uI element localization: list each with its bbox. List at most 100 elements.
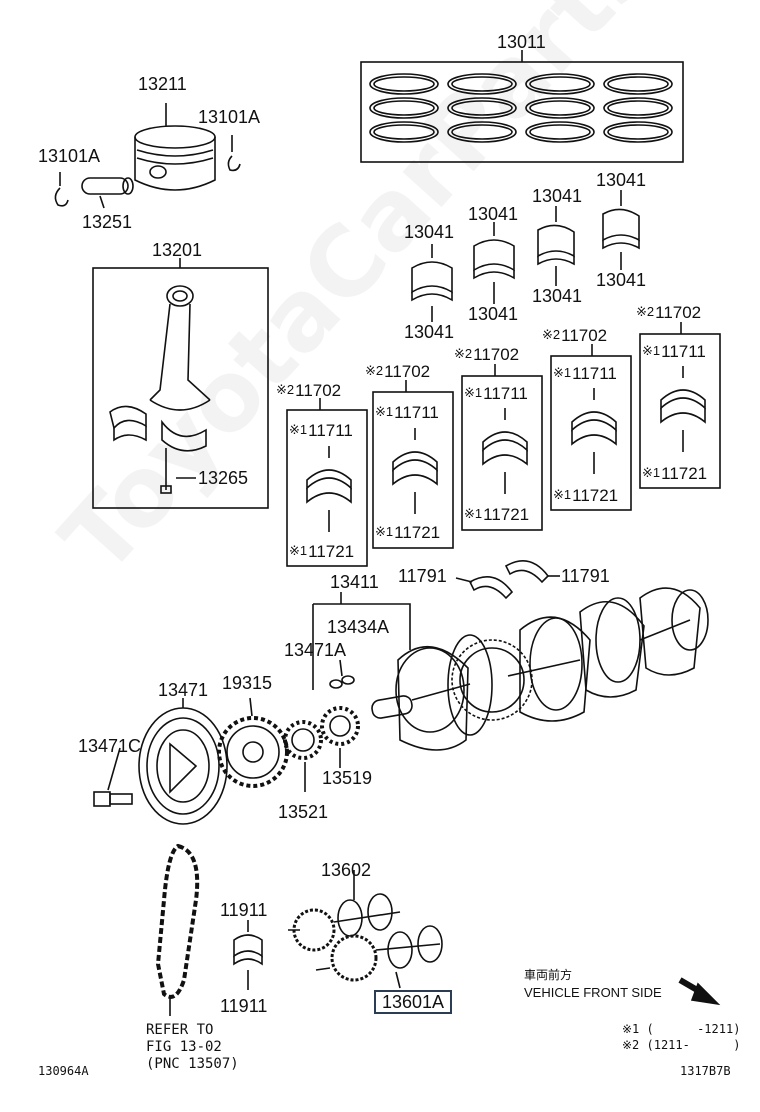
part-number: 11721 (394, 523, 441, 542)
part-number: 11721 (483, 505, 530, 524)
callout-11702-1[interactable]: ※211702 (276, 380, 341, 401)
callout-13201[interactable]: 13201 (152, 240, 203, 260)
callout-13011[interactable]: 13011 (497, 32, 546, 52)
key-set-box (312, 603, 411, 690)
callout-13211[interactable]: 13211 (138, 74, 187, 94)
legend-1: ※1 ( -1211) (622, 1022, 741, 1036)
callout-11711-1[interactable]: ※111711 (289, 420, 353, 441)
callout-13265[interactable]: 13265 (198, 468, 249, 488)
vehicle-front-arrow-icon (678, 977, 721, 1006)
callout-11721-4[interactable]: ※111721 (553, 485, 618, 506)
callout-11711-4[interactable]: ※111711 (553, 363, 617, 384)
mark-1: ※1 (642, 465, 661, 480)
callout-11702-3[interactable]: ※211702 (454, 344, 519, 365)
callout-11721-2[interactable]: ※111721 (375, 522, 440, 543)
part-number: 11702 (384, 362, 431, 381)
mark-1: ※1 (289, 543, 308, 558)
main-bearing-icons (306, 366, 706, 532)
callout-13101a-left[interactable]: 13101A (38, 146, 101, 166)
callout-13041-4-top[interactable]: 13041 (596, 170, 647, 190)
mark-1: ※1 (375, 404, 394, 419)
callout-13101a-right[interactable]: 13101A (198, 107, 261, 127)
part-number: 11711 (483, 384, 528, 403)
mark-1: ※1 (375, 524, 394, 539)
connecting-rod-icon (109, 285, 211, 494)
vehicle-front-jp: 車両前方 (524, 968, 573, 982)
thrust-washer-icons (455, 560, 560, 600)
figure-code-right: 1317B7B (680, 1064, 731, 1078)
callout-13601a-highlighted[interactable]: 13601A (374, 990, 453, 1014)
main-bearing-boxes (286, 322, 721, 567)
callout-13041-2-bottom[interactable]: 13041 (468, 304, 519, 324)
callout-13521[interactable]: 13521 (278, 802, 329, 822)
part-number: 11702 (561, 326, 608, 345)
mark-2: ※2 (276, 382, 295, 397)
mark-1: ※1 (289, 422, 308, 437)
callout-13041-2-top[interactable]: 13041 (468, 204, 519, 224)
callout-19315[interactable]: 19315 (222, 673, 273, 693)
mark-2: ※2 (636, 304, 655, 319)
vehicle-front-en: VEHICLE FRONT SIDE (524, 985, 662, 1000)
key-icon (329, 659, 355, 689)
callout-13041-3-top[interactable]: 13041 (532, 186, 583, 206)
rod-bearing-icons (411, 190, 640, 322)
callout-11711-3[interactable]: ※111711 (464, 383, 528, 404)
mark-2: ※2 (542, 327, 561, 342)
refer-note[interactable]: REFER TO FIG 13-02 (PNC 13507) (146, 1022, 239, 1072)
callout-11721-5[interactable]: ※111721 (642, 463, 707, 484)
callout-11702-4[interactable]: ※211702 (542, 325, 607, 346)
legend-2: ※2 (1211- ) (622, 1038, 741, 1052)
mark-2: ※2 (365, 363, 384, 378)
balance-bearing-icon (233, 920, 263, 990)
callout-11791-left[interactable]: 11791 (398, 566, 447, 586)
mark-1: ※1 (553, 487, 572, 502)
part-number: 11702 (655, 303, 702, 322)
callout-11721-3[interactable]: ※111721 (464, 504, 529, 525)
callout-13471[interactable]: 13471 (158, 680, 209, 700)
crankshaft-icon (371, 587, 709, 751)
mark-1: ※1 (464, 385, 483, 400)
mark-1: ※1 (464, 506, 483, 521)
mark-1: ※1 (642, 343, 661, 358)
crank-pulley-icon (138, 698, 228, 825)
callout-13041-3-bottom[interactable]: 13041 (532, 286, 583, 306)
part-number: 11711 (661, 342, 706, 361)
callout-11711-2[interactable]: ※111711 (375, 402, 439, 423)
callout-11711-5[interactable]: ※111711 (642, 341, 706, 362)
part-number: 11702 (295, 381, 342, 400)
callout-11702-2[interactable]: ※211702 (365, 361, 430, 382)
figure-code-left: 130964A (38, 1064, 89, 1078)
callout-13602[interactable]: 13602 (321, 860, 372, 880)
snap-ring-icon (54, 135, 241, 207)
callout-11702-5[interactable]: ※211702 (636, 302, 701, 323)
mark-2: ※2 (454, 346, 473, 361)
callout-13041-4-bottom[interactable]: 13041 (596, 270, 647, 290)
part-number: 11711 (394, 403, 439, 422)
part-number: 11721 (661, 464, 708, 483)
part-number: 11702 (473, 345, 520, 364)
balance-shaft-icon (288, 870, 443, 989)
part-number: 11721 (572, 486, 619, 505)
callout-11911-bottom[interactable]: 11911 (220, 996, 268, 1016)
sprocket-small-icon (320, 706, 360, 768)
callout-13519[interactable]: 13519 (322, 768, 373, 788)
callout-13434a[interactable]: 13434A (327, 617, 390, 637)
callout-13411[interactable]: 13411 (330, 572, 379, 592)
sprocket-mid-icon (283, 720, 323, 792)
callout-13251[interactable]: 13251 (82, 212, 133, 232)
callout-13471c[interactable]: 13471C (78, 736, 142, 756)
part-number: 11721 (308, 542, 355, 561)
part-number: 11711 (308, 421, 353, 440)
pulley-bolt-icon (93, 747, 133, 807)
callout-13041-1-bottom[interactable]: 13041 (404, 322, 455, 342)
callout-11721-1[interactable]: ※111721 (289, 541, 354, 562)
timing-chain-icon (155, 843, 200, 1016)
part-number: 11711 (572, 364, 617, 383)
callout-11911-top[interactable]: 11911 (220, 900, 268, 920)
callout-13041-1-top[interactable]: 13041 (404, 222, 455, 242)
callout-11791-right[interactable]: 11791 (561, 566, 610, 586)
callout-13471a[interactable]: 13471A (284, 640, 347, 660)
